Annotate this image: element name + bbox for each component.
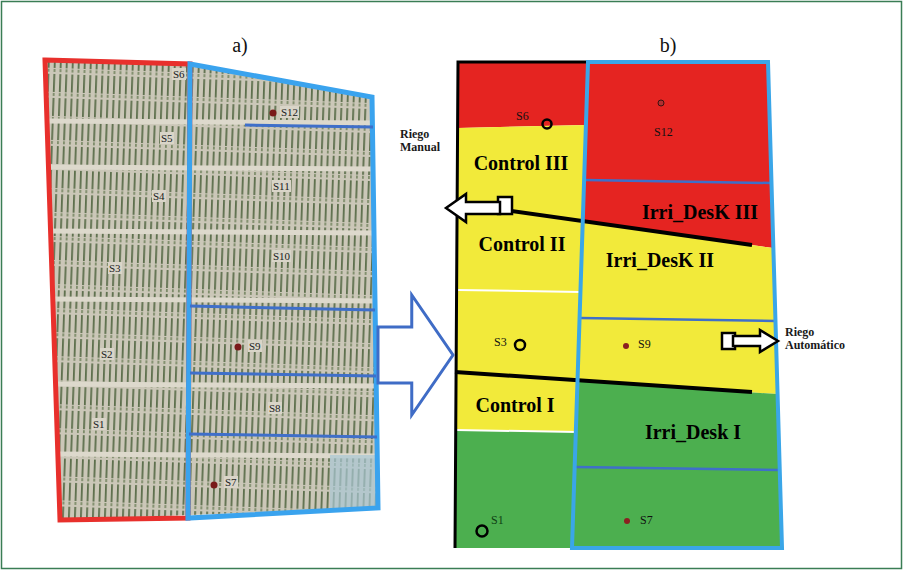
- sensor-dot: [235, 344, 242, 351]
- plot-divider: [458, 290, 580, 292]
- zone-fill-red: [583, 62, 773, 248]
- field-photo: [30, 50, 390, 530]
- sample-label: S3: [494, 336, 507, 349]
- block-boundary: [455, 372, 752, 392]
- photo-panel: a): [45, 60, 378, 520]
- plot-gap: [40, 384, 390, 386]
- sensor-dot: [658, 100, 664, 106]
- zone-name: Control I: [475, 394, 554, 416]
- sample-label: S3: [108, 262, 122, 274]
- plot-divider: [245, 125, 373, 127]
- sample-label: S6: [172, 68, 186, 80]
- zone-name: Control II: [479, 233, 566, 255]
- zone-name: Control III: [474, 152, 569, 174]
- plot-divider: [190, 373, 376, 376]
- zone-name: Irri_DesK II: [606, 249, 714, 271]
- sample-label: S9: [638, 338, 651, 351]
- control-outline: [45, 60, 190, 520]
- callout-label: Riego Automático: [785, 326, 857, 352]
- sample-label: S10: [272, 250, 291, 262]
- map-panel: b)Control IIIIrri_DesK IIIControl IIIrri…: [455, 62, 782, 548]
- sensor-dot: [270, 110, 277, 117]
- sensor-dot: [623, 343, 629, 349]
- panel-heading: a): [232, 34, 248, 56]
- irrigation-zone: Irri_DesK III: [639, 200, 761, 224]
- sample-label: S7: [640, 514, 653, 527]
- zone-fill-green: [455, 430, 577, 548]
- sample-label: S4: [152, 190, 166, 202]
- sample-label: S9: [248, 340, 262, 352]
- sample-label: S11: [272, 180, 291, 192]
- sensor-circle: [477, 526, 488, 537]
- zone-fill-green: [572, 381, 782, 548]
- automatic-outline: [188, 64, 378, 518]
- sample-label: S12: [280, 106, 299, 118]
- crop-rows: [30, 50, 390, 530]
- sample-label: S6: [516, 110, 529, 123]
- zone-fill-red: [458, 62, 588, 128]
- sample-label: S2: [100, 348, 114, 360]
- plot-gap: [40, 121, 390, 123]
- outlet-arrow: [446, 194, 500, 222]
- panel-heading: b): [660, 34, 677, 56]
- plot-gap: [40, 167, 390, 169]
- plot-gap: [40, 231, 390, 233]
- control-zone: Control III: [471, 151, 572, 175]
- automatic-outline: [572, 62, 782, 548]
- sample-label: S1: [92, 418, 106, 430]
- plot-divider: [580, 318, 776, 321]
- plot-divider: [575, 467, 780, 470]
- plot-gap: [40, 299, 390, 301]
- sample-label: S12: [654, 126, 673, 139]
- zone-name: Irri_DesK III: [642, 201, 758, 223]
- zone-fill-yellow: [456, 125, 586, 432]
- sample-label: S1: [491, 514, 504, 527]
- zone-name: Irri_Desk I: [645, 421, 741, 443]
- zone-fill-yellow: [578, 221, 777, 394]
- plot-divider: [190, 306, 375, 310]
- block-arrow: [378, 295, 453, 415]
- control-outline: [455, 62, 588, 548]
- sensor-dot: [211, 482, 218, 489]
- sensor-circle: [543, 120, 552, 129]
- sample-label: S8: [268, 402, 282, 414]
- sample-label: S7: [224, 476, 238, 488]
- callout-label: Riego Manual: [400, 128, 454, 154]
- outlet-arrow: [733, 330, 778, 352]
- irrigation-zone: Irri_DesK II: [603, 248, 717, 272]
- plot-divider: [189, 434, 377, 437]
- plot-divider: [456, 430, 577, 432]
- sample-label: S5: [160, 132, 174, 144]
- irrigation-zone: Irri_Desk I: [642, 420, 744, 444]
- sensor-dot: [624, 518, 630, 524]
- plot-divider: [585, 180, 771, 183]
- control-zone: Control I: [472, 393, 557, 417]
- sensor-circle: [515, 340, 525, 350]
- control-zone: Control II: [476, 232, 569, 256]
